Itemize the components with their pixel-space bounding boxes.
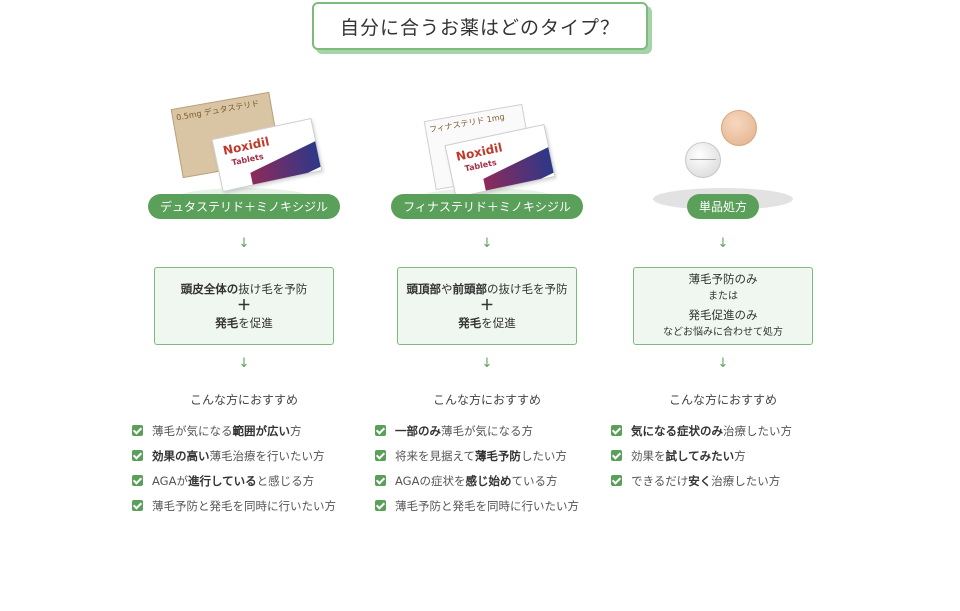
checkbox-icon xyxy=(611,425,622,436)
type-label: 単品処方 xyxy=(686,194,759,219)
effect-line-4: などお悩みに合わせて処方 xyxy=(663,327,783,338)
checkbox-icon xyxy=(611,475,622,486)
list-item: 薄毛予防と発毛を同時に行いたい方 xyxy=(375,493,607,518)
list-item: 効果の高い薄毛治療を行いたい方 xyxy=(132,443,364,468)
effect-line-2: 発毛を促進 xyxy=(215,316,273,330)
checkbox-icon xyxy=(132,475,143,486)
effect-line-1: 頭皮全体の抜け毛を予防 xyxy=(180,282,308,296)
page-title: 自分に合うお薬はどのタイプ？ xyxy=(312,2,648,50)
down-arrow-icon: ↓ xyxy=(717,236,729,251)
checkbox-icon xyxy=(132,500,143,511)
down-arrow-icon: ↓ xyxy=(717,356,729,371)
effect-box: 頭頂部や前頭部の抜け毛を予防 ＋ 発毛を促進 xyxy=(397,267,577,345)
effect-box: 薄毛予防のみ または 発毛促進のみ などお悩みに合わせて処方 xyxy=(633,267,813,345)
list-item: AGAが進行していると感じる方 xyxy=(132,468,364,493)
effect-line-2: または xyxy=(708,291,738,302)
checkbox-icon xyxy=(132,425,143,436)
down-arrow-icon: ↓ xyxy=(238,356,250,371)
list-item: 気になる症状のみ治療したい方 xyxy=(611,418,843,443)
list-item: 薄毛予防と発毛を同時に行いたい方 xyxy=(132,493,364,518)
effect-line-2: 発毛を促進 xyxy=(458,316,516,330)
recommend-list: 一部のみ薄毛が気になる方 将来を見据えて薄毛予防したい方 AGAの症状を感じ始め… xyxy=(375,418,607,518)
recommend-list: 薄毛が気になる範囲が広い方 効果の高い薄毛治療を行いたい方 AGAが進行している… xyxy=(132,418,364,518)
down-arrow-icon: ↓ xyxy=(238,236,250,251)
product-image xyxy=(603,90,843,210)
product-image: 0.5mg デュタステリド Noxidil Tablets xyxy=(124,90,364,210)
plus-icon: ＋ xyxy=(480,298,494,314)
checkbox-icon xyxy=(611,450,622,461)
type-label: フィナステリド＋ミノキシジル xyxy=(391,194,583,219)
list-item: 効果を試してみたい方 xyxy=(611,443,843,468)
product-image: フィナステリド 1mg Noxidil Tablets xyxy=(367,90,607,210)
recommend-list: 気になる症状のみ治療したい方 効果を試してみたい方 できるだけ安く治療したい方 xyxy=(611,418,843,493)
effect-line-1: 頭頂部や前頭部の抜け毛を予防 xyxy=(406,282,568,296)
checkbox-icon xyxy=(375,450,386,461)
checkbox-icon xyxy=(375,475,386,486)
recommend-title: こんな方におすすめ xyxy=(668,393,777,407)
list-item: AGAの症状を感じ始めている方 xyxy=(375,468,607,493)
type-column-finasteride: フィナステリド 1mg Noxidil Tablets フィナステリド＋ミノキシ… xyxy=(367,90,607,518)
type-label: デュタステリド＋ミノキシジル xyxy=(147,194,340,219)
checkbox-icon xyxy=(375,500,386,511)
list-item: 薄毛が気になる範囲が広い方 xyxy=(132,418,364,443)
down-arrow-icon: ↓ xyxy=(481,356,493,371)
list-item: 一部のみ薄毛が気になる方 xyxy=(375,418,607,443)
medicine-box-back-text: フィナステリド 1mg xyxy=(428,112,506,135)
type-column-single: 単品処方 ↓ 薄毛予防のみ または 発毛促進のみ などお悩みに合わせて処方 ↓ … xyxy=(603,90,843,493)
plus-icon: ＋ xyxy=(237,298,251,314)
down-arrow-icon: ↓ xyxy=(481,236,493,251)
effect-line-1: 薄毛予防のみ xyxy=(688,272,758,286)
effect-line-3: 発毛促進のみ xyxy=(688,308,758,322)
checkbox-icon xyxy=(375,425,386,436)
checkbox-icon xyxy=(132,450,143,461)
list-item: できるだけ安く治療したい方 xyxy=(611,468,843,493)
recommend-title: こんな方におすすめ xyxy=(432,393,541,407)
list-item: 将来を見据えて薄毛予防したい方 xyxy=(375,443,607,468)
tablet-icon xyxy=(721,110,757,146)
tablet-icon xyxy=(685,142,721,178)
medicine-box-back-text: 0.5mg デュタステリド xyxy=(175,98,260,123)
effect-box: 頭皮全体の抜け毛を予防 ＋ 発毛を促進 xyxy=(154,267,334,345)
type-column-dutasteride: 0.5mg デュタステリド Noxidil Tablets デュタステリド＋ミノ… xyxy=(124,90,364,518)
recommend-title: こんな方におすすめ xyxy=(189,393,298,407)
